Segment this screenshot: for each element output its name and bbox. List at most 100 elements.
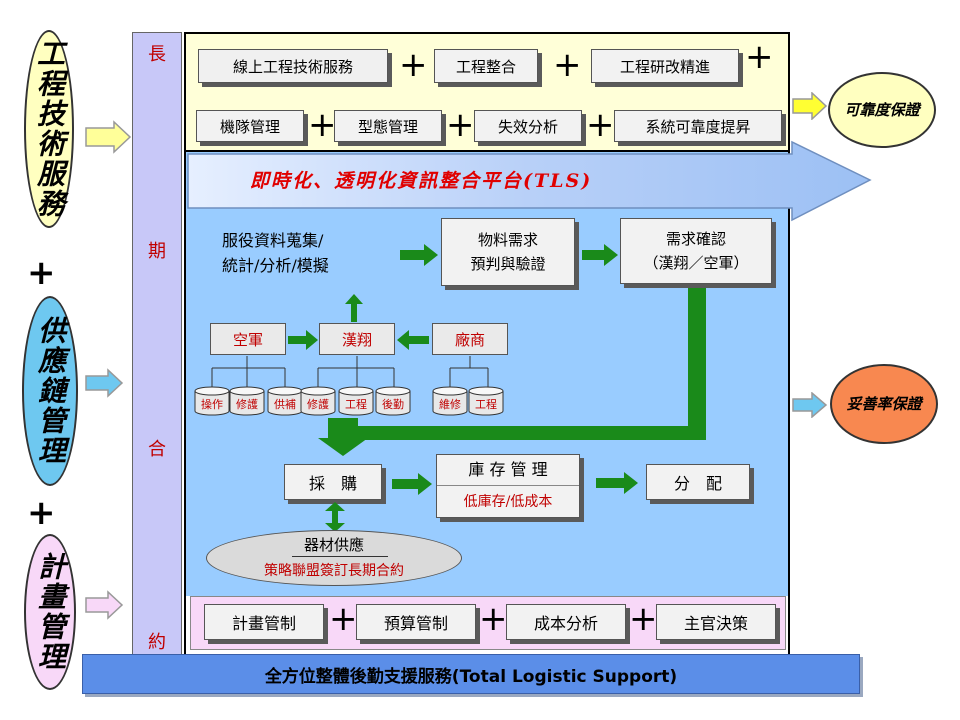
arrow-right-icon-green-4 <box>392 473 432 495</box>
arrow-right-icon-green-5 <box>596 472 638 494</box>
pillar-plan-management: 計畫管理 <box>24 534 76 690</box>
plan-control-box: 計畫管制 <box>204 604 324 640</box>
service-data-line-1: 服役資料蒐集/ <box>222 231 324 250</box>
plus-b-2: + <box>479 599 508 639</box>
cost-analysis-label: 成本分析 <box>533 614 598 633</box>
supply-divider <box>292 556 388 557</box>
arrow-right-icon-yellow-2 <box>792 92 828 120</box>
plus-sign-2: + <box>27 493 56 533</box>
tls-platform-arrow <box>187 140 872 222</box>
pillar-supply-chain: 供應鏈管理 <box>22 296 78 486</box>
db-operation-icon: 操作 <box>194 386 230 416</box>
plus-r1-2: + <box>553 45 582 85</box>
bar-char-2: 期 <box>148 241 166 262</box>
arrow-up-icon-green <box>345 294 363 322</box>
reliability-improvement-box: 系統可靠度提昇 <box>614 110 782 142</box>
plus-sign-1: + <box>27 253 56 293</box>
long-term-contract-bar <box>132 32 182 656</box>
engineering-integration-label: 工程整合 <box>455 57 516 76</box>
bar-char-1: 長 <box>148 44 166 65</box>
arrow-right-icon-green-2 <box>582 244 618 266</box>
tls-footer-bar: 全方位整體後勤支援服務(Total Logistic Support) <box>82 654 860 694</box>
arrow-right-icon-green-3 <box>288 330 318 350</box>
distribution-box: 分 配 <box>646 464 750 500</box>
plus-b-3: + <box>629 599 658 639</box>
reliability-guarantee-ellipse: 可靠度保證 <box>828 72 936 148</box>
db-maintenance-af-label: 修護 <box>236 398 258 411</box>
inventory-box: 庫 存 管 理 低庫存/低成本 <box>436 454 580 518</box>
service-data-line-2: 統計/分析/模擬 <box>222 256 329 275</box>
db-engineering-vendor-label: 工程 <box>475 398 497 411</box>
db-logistics-icon: 後勤 <box>375 386 411 416</box>
plus-r2-3: + <box>586 105 615 145</box>
readiness-guarantee-ellipse: 妥善率保證 <box>830 364 938 444</box>
db-maintenance-af-icon: 修護 <box>229 386 265 416</box>
plus-b-1: + <box>329 599 358 639</box>
tls-platform-label: 即時化、透明化資訊整合平台(TLS) <box>250 170 593 192</box>
supply-ellipse <box>206 530 462 586</box>
executive-decision-label: 主官決策 <box>683 614 748 633</box>
distribution-label: 分 配 <box>673 474 722 493</box>
elbow-arrow-icon-green <box>318 288 706 456</box>
material-forecast-line-1: 物料需求 <box>477 231 538 249</box>
arrow-right-icon-green-1 <box>400 244 438 266</box>
db-engineering-aidc-icon: 工程 <box>338 386 374 416</box>
bar-char-3: 合 <box>148 439 166 460</box>
db-repair-vendor-label: 維修 <box>439 398 461 411</box>
demand-confirm-box: 需求確認 （漢翔／空軍） <box>620 218 772 284</box>
fleet-management-box: 機隊管理 <box>196 110 304 142</box>
plan-control-label: 計畫管制 <box>231 614 296 633</box>
db-tree-lines <box>211 356 489 388</box>
fleet-management-label: 機隊管理 <box>219 117 280 136</box>
failure-analysis-box: 失效分析 <box>474 110 582 142</box>
vendor-box: 廠商 <box>432 323 508 355</box>
supply-subtitle: 策略聯盟簽訂長期合約 <box>264 563 404 579</box>
procurement-box: 採 購 <box>284 464 382 500</box>
arrow-left-icon-green <box>397 330 429 350</box>
budget-control-box: 預算管制 <box>356 604 476 640</box>
inventory-subtitle: 低庫存/低成本 <box>463 494 553 510</box>
db-engineering-vendor-icon: 工程 <box>468 386 504 416</box>
procurement-label: 採 購 <box>308 474 357 493</box>
plus-r1-1: + <box>399 45 428 85</box>
db-operation-label: 操作 <box>201 398 223 411</box>
db-supply-icon: 供補 <box>267 386 303 416</box>
engineering-improvement-label: 工程研改精進 <box>619 57 710 76</box>
arrow-right-icon-blue <box>85 368 124 398</box>
configuration-management-label: 型態管理 <box>357 117 418 136</box>
pillar-plan-management-label: 計畫管理 <box>34 552 67 672</box>
db-logistics-label: 後勤 <box>382 398 404 411</box>
demand-confirm-line-1: 需求確認 <box>665 230 726 248</box>
executive-decision-box: 主官決策 <box>656 604 776 640</box>
tls-footer-label: 全方位整體後勤支援服務(Total Logistic Support) <box>264 666 678 687</box>
arrow-right-icon-yellow <box>85 120 132 154</box>
budget-control-label: 預算管制 <box>383 614 448 633</box>
db-supply-label: 供補 <box>274 398 296 411</box>
online-engineering-service-label: 線上工程技術服務 <box>232 57 353 76</box>
reliability-improvement-label: 系統可靠度提昇 <box>645 117 751 136</box>
reliability-guarantee-label: 可靠度保證 <box>844 101 920 119</box>
demand-confirm-line-2: （漢翔／空軍） <box>643 254 749 272</box>
arrow-right-icon-pink <box>85 590 124 620</box>
pillar-engineering-service: 工程技術服務 <box>24 30 74 228</box>
material-forecast-line-2: 預判與驗證 <box>470 255 546 273</box>
pillar-engineering-service-label: 工程技術服務 <box>33 39 66 219</box>
double-arrow-icon-green <box>325 502 345 532</box>
air-force-box: 空軍 <box>210 323 286 355</box>
pillar-supply-chain-label: 供應鏈管理 <box>34 316 67 466</box>
inventory-title: 庫 存 管 理 <box>437 455 579 486</box>
db-maintenance-aidc-icon: 修護 <box>300 386 336 416</box>
readiness-guarantee-label: 妥善率保證 <box>846 395 922 413</box>
plus-r2-1: + <box>308 105 337 145</box>
arrow-right-icon-blue-2 <box>792 392 828 418</box>
engineering-integration-box: 工程整合 <box>434 49 538 83</box>
db-engineering-aidc-label: 工程 <box>345 398 367 411</box>
supply-title: 器材供應 <box>303 536 364 554</box>
online-engineering-service-box: 線上工程技術服務 <box>198 49 388 83</box>
engineering-improvement-box: 工程研改精進 <box>591 49 739 83</box>
service-data-text: 服役資料蒐集/ 統計/分析/模擬 <box>222 228 329 278</box>
db-repair-vendor-icon: 維修 <box>432 386 468 416</box>
aidc-box: 漢翔 <box>319 323 395 355</box>
configuration-management-box: 型態管理 <box>334 110 442 142</box>
db-maintenance-aidc-label: 修護 <box>307 398 329 411</box>
